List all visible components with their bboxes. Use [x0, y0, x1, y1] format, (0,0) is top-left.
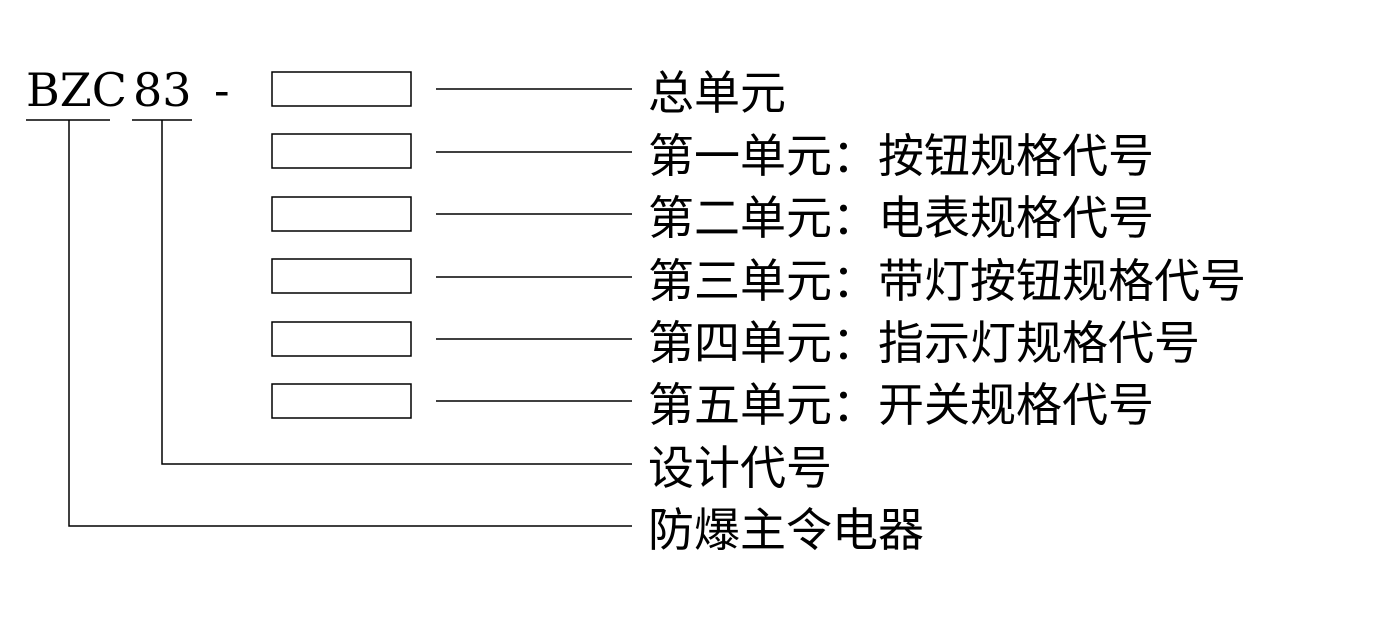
slot-box-total: [271, 71, 412, 107]
slot-box-unit4: [271, 321, 412, 357]
code-dash: -: [214, 63, 230, 117]
slot-box-unit2: [271, 196, 412, 232]
code-design-number: 83: [133, 63, 192, 117]
label-unit4: 第四单元：指示灯规格代号: [648, 316, 1200, 370]
label-total-units: 总单元: [648, 66, 786, 120]
label-unit3: 第三单元：带灯按钮规格代号: [648, 254, 1246, 308]
label-unit5: 第五单元：开关规格代号: [648, 378, 1154, 432]
leader-product-type: [68, 120, 632, 527]
label-product-type: 防爆主令电器: [648, 503, 924, 557]
slot-box-unit3: [271, 258, 412, 294]
slot-box-unit1: [271, 133, 412, 169]
leader-design-code: [161, 120, 632, 465]
slot-box-unit5: [271, 383, 412, 419]
label-unit1: 第一单元：按钮规格代号: [648, 129, 1154, 183]
label-unit2: 第二单元：电表规格代号: [648, 191, 1154, 245]
code-prefix: BZC: [26, 63, 127, 117]
label-design-code: 设计代号: [648, 441, 832, 495]
